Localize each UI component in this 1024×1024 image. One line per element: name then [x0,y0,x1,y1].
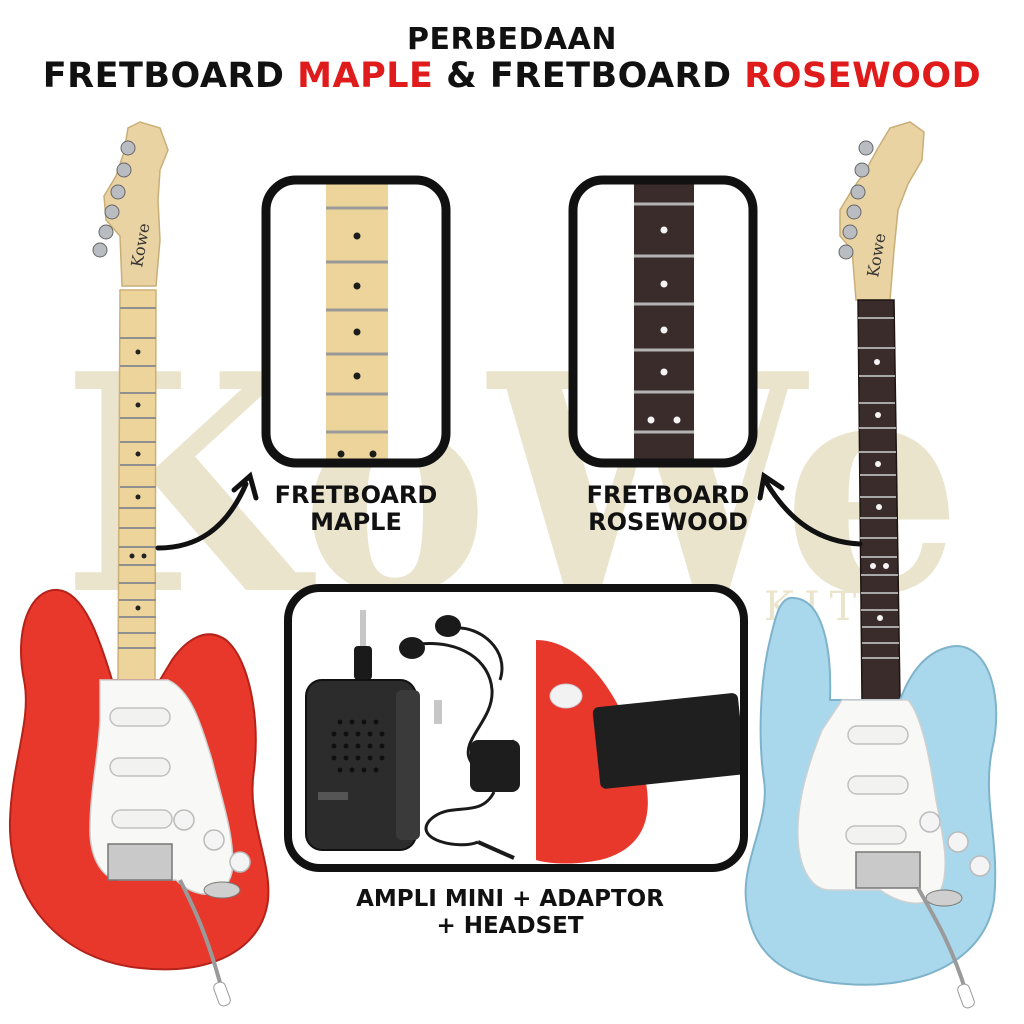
title-text-a: FRETBOARD [42,56,298,96]
headstock-maple-right [839,121,925,301]
bridge-right [855,851,921,889]
rosewood-zoom-frame [568,175,758,468]
amp-plugged [592,693,744,789]
label-fretboard-rosewood: FRETBOARD ROSEWOOD [568,482,768,536]
fret-dots [129,349,147,611]
maple-zoom-frame [261,175,451,468]
arrow-maple [155,471,259,551]
neck-maple [117,289,157,681]
label-ampli-line1: AMPLI MINI + ADAPTOR [356,886,664,912]
tuning-pegs [92,140,136,258]
tuning-pegs-right [838,140,874,260]
label-ampli-bundle: AMPLI MINI + ADAPTOR + HEADSET [330,886,690,940]
arrow-rosewood [757,471,863,547]
output-jack-right [925,889,963,907]
tremolo-arm [178,879,224,991]
ampli-frame [284,584,748,872]
label-maple-line2: MAPLE [310,508,402,536]
control-knobs-right [919,811,991,877]
label-maple-line1: FRETBOARD [274,481,438,509]
pickups-right [845,725,909,845]
output-jack [203,881,241,899]
power-adaptor [470,740,520,792]
frets [118,307,156,649]
blue-rosewood-guitar: Kowe [744,121,998,1009]
label-fretboard-maple: FRETBOARD MAPLE [266,482,446,536]
title-rosewood-highlight: ROSEWOOD [744,56,982,96]
title-text-c: & FRETBOARD [433,56,745,96]
control-knobs [173,809,251,873]
tremolo-arm-right [916,887,968,993]
frets-right [858,317,899,659]
red-maple-guitar: Kowe [8,121,270,1007]
fret-dots-right [870,359,889,621]
title-maple-highlight: MAPLE [297,56,434,96]
pickups [109,707,173,829]
label-ampli-line2: + HEADSET [436,913,584,939]
bridge [107,843,173,881]
label-rosewood-line2: ROSEWOOD [588,508,748,536]
page-title-line-2: FRETBOARD MAPLE & FRETBOARD ROSEWOOD [0,56,1024,96]
label-rosewood-line1: FRETBOARD [586,481,750,509]
page-title-line-1: PERBEDAAN [407,22,617,57]
